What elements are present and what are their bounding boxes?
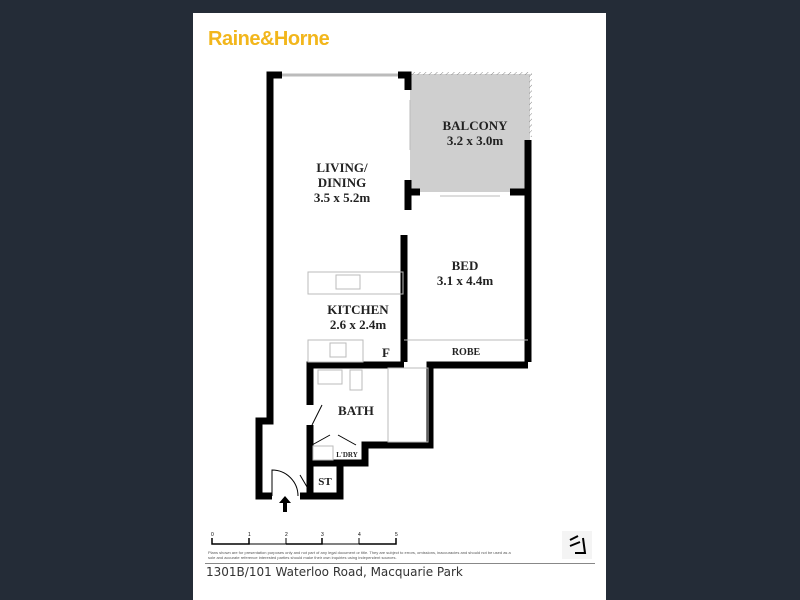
fridge-label: F: [382, 345, 390, 360]
entry-arrow-icon: [279, 496, 291, 512]
storage-label: ST: [318, 476, 332, 488]
disclaimer-text: Plans shown are for presentation purpose…: [208, 550, 511, 560]
property-address: 1301B/101 Waterloo Road, Macquarie Park: [206, 565, 463, 579]
living-size: 3.5 x 5.2m: [314, 190, 371, 205]
scale-tick: 3: [321, 532, 324, 538]
scale-tick: 2: [285, 532, 288, 538]
scale-tick: 5: [395, 532, 398, 538]
fixtures: [307, 100, 528, 461]
scale-tick: 1: [248, 532, 251, 538]
bed-size: 3.1 x 4.4m: [437, 273, 494, 288]
kitchen-label: KITCHEN: [327, 302, 389, 317]
balcony-balustrade-top: [410, 72, 532, 75]
brand-logo: Raine&Horne: [208, 28, 330, 50]
scale-tick: 0: [211, 532, 214, 538]
north-arrow-icon: [562, 531, 592, 559]
scale-bar: 0 1 2 3 4 5: [211, 532, 398, 545]
balcony-area: [410, 74, 530, 192]
divider: [205, 563, 595, 564]
kitchen-size: 2.6 x 2.4m: [330, 317, 387, 332]
laundry-label: L'DRY: [336, 451, 358, 459]
balcony-balustrade-side: [529, 72, 532, 137]
scale-tick: 4: [358, 532, 361, 538]
walls: [255, 71, 532, 500]
living-label: LIVING/: [316, 160, 368, 175]
floor-plan-sheet: [193, 13, 606, 600]
bed-label: BED: [452, 258, 479, 273]
balcony-label: BALCONY: [442, 118, 508, 133]
robe-label: ROBE: [452, 347, 481, 358]
dining-label: DINING: [318, 175, 366, 190]
doors: [271, 404, 357, 497]
bath-label: BATH: [338, 403, 374, 418]
balcony-size: 3.2 x 3.0m: [447, 133, 504, 148]
